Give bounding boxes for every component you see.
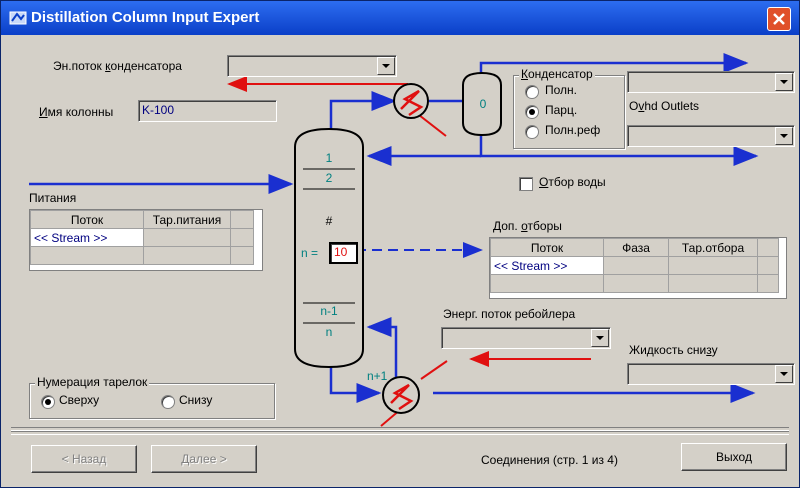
condenser-partial-label: Парц. [545,103,578,117]
condenser-full-label: Полн. [545,83,577,97]
reboiler-stage-label: n+1 [367,369,388,383]
chevron-down-icon[interactable] [377,57,395,75]
app-icon [9,11,27,25]
bottoms-liquid-label: Жидкость снизу [629,343,718,357]
chevron-down-icon[interactable] [775,127,793,145]
numbering-bottom-radio[interactable] [161,395,175,409]
overhead-vapour-select[interactable] [627,71,795,93]
condenser-energy-label: Эн.поток конденсатора [53,59,182,73]
back-button[interactable]: < Назад [31,445,137,473]
reboiler-energy-select[interactable] [441,327,611,349]
num-stages-label: n = [301,246,319,260]
column-name-label: Имя колонны [39,105,114,119]
next-button[interactable]: Далее > [151,445,257,473]
chevron-down-icon[interactable] [591,329,609,347]
draws-col-phase: Фаза [603,238,669,257]
heat-exchanger-icon [393,83,429,119]
reboiler-icon [382,376,420,414]
bottoms-liquid-select[interactable] [627,363,795,385]
page-status: Соединения (стр. 1 из 4) [481,453,618,467]
stage-2-label: 2 [325,171,333,185]
column-name-input[interactable]: K-100 [138,100,277,122]
condenser-fullreflux-label: Полн.реф [545,123,601,137]
condenser-vessel-icon [462,71,502,137]
draws-col-stage: Тар.отбора [668,238,758,257]
ovhd-outlets-select[interactable] [627,125,795,147]
numbering-top-radio[interactable] [41,395,55,409]
draws-stage-cell[interactable] [668,256,758,275]
feeds-col-stage: Тар.питания [143,210,231,229]
feeds-title: Питания [29,191,77,205]
feeds-col-stream: Поток [30,210,144,229]
title-bar[interactable]: Distillation Column Input Expert [1,1,799,35]
reboiler-energy-label: Энерг. поток ребойлера [443,307,576,321]
numbering-top-label: Сверху [59,393,100,407]
condenser-partial-radio[interactable] [525,105,539,119]
num-stages-input[interactable]: 10 [329,242,358,264]
close-icon [773,13,785,25]
water-draw-label: Отбор воды [539,175,606,189]
stage-numbering-title: Нумерация тарелок [35,375,150,389]
numbering-bottom-label: Снизу [179,393,213,407]
stage-hash-label: # [325,214,333,228]
condenser-vessel-label: 0 [479,97,487,111]
chevron-down-icon[interactable] [775,365,793,383]
draws-col-stream: Поток [490,238,604,257]
draws-phase-cell[interactable] [603,256,669,275]
stage-nm1-label: n-1 [320,304,338,318]
condenser-fullreflux-radio[interactable] [525,125,539,139]
chevron-down-icon[interactable] [775,73,793,91]
side-draws-title: Доп. отборы [493,219,562,233]
condenser-full-radio[interactable] [525,85,539,99]
water-draw-checkbox[interactable] [519,177,533,191]
stage-1-label: 1 [325,151,333,165]
feeds-stage-cell[interactable] [143,228,231,247]
condenser-energy-select[interactable] [227,55,397,77]
table-row[interactable]: << Stream >> [30,228,254,247]
stage-n-label: n [325,325,333,339]
footer-separator [11,427,789,431]
feeds-stream-cell[interactable]: << Stream >> [30,228,144,247]
ovhd-outlets-label: Ovhd Outlets [629,99,700,113]
close-button[interactable] [767,7,791,31]
table-row[interactable]: << Stream >> [490,256,779,275]
stage-numbering-group [29,383,275,419]
window-title: Distillation Column Input Expert [31,9,260,26]
exit-button[interactable]: Выход [681,443,787,471]
condenser-type-title: Конденсатор [519,67,595,81]
draws-stream-cell[interactable]: << Stream >> [490,256,604,275]
